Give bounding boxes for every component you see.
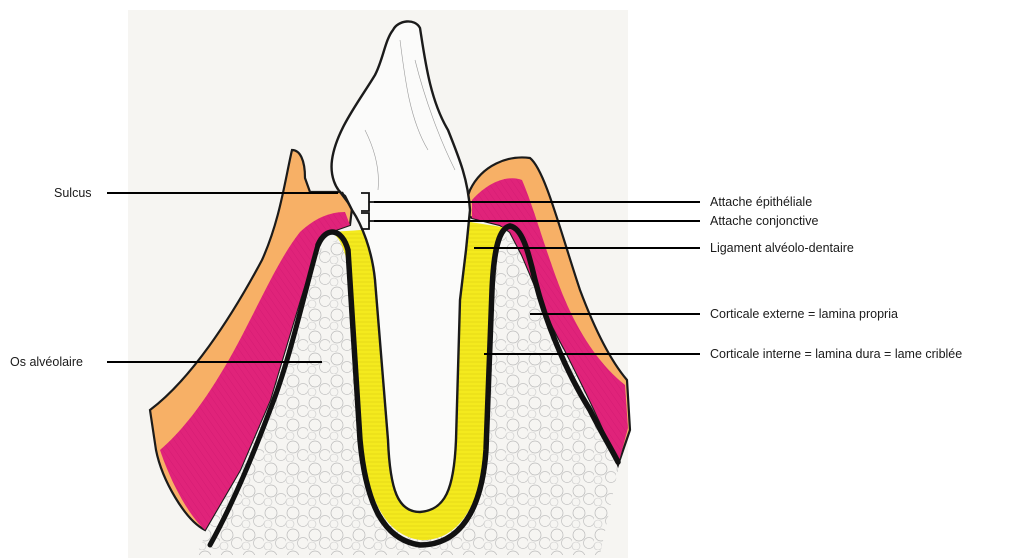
label-corticale-interne: Corticale interne = lamina dura = lame c… <box>710 347 962 361</box>
label-attache-epitheliale: Attache épithéliale <box>710 195 812 209</box>
label-attache-conjonctive: Attache conjonctive <box>710 214 818 228</box>
label-ligament: Ligament alvéolo-dentaire <box>710 241 854 255</box>
label-os-alveolaire: Os alvéolaire <box>10 355 83 369</box>
label-corticale-externe: Corticale externe = lamina propria <box>710 307 898 321</box>
label-sulcus: Sulcus <box>54 186 92 200</box>
